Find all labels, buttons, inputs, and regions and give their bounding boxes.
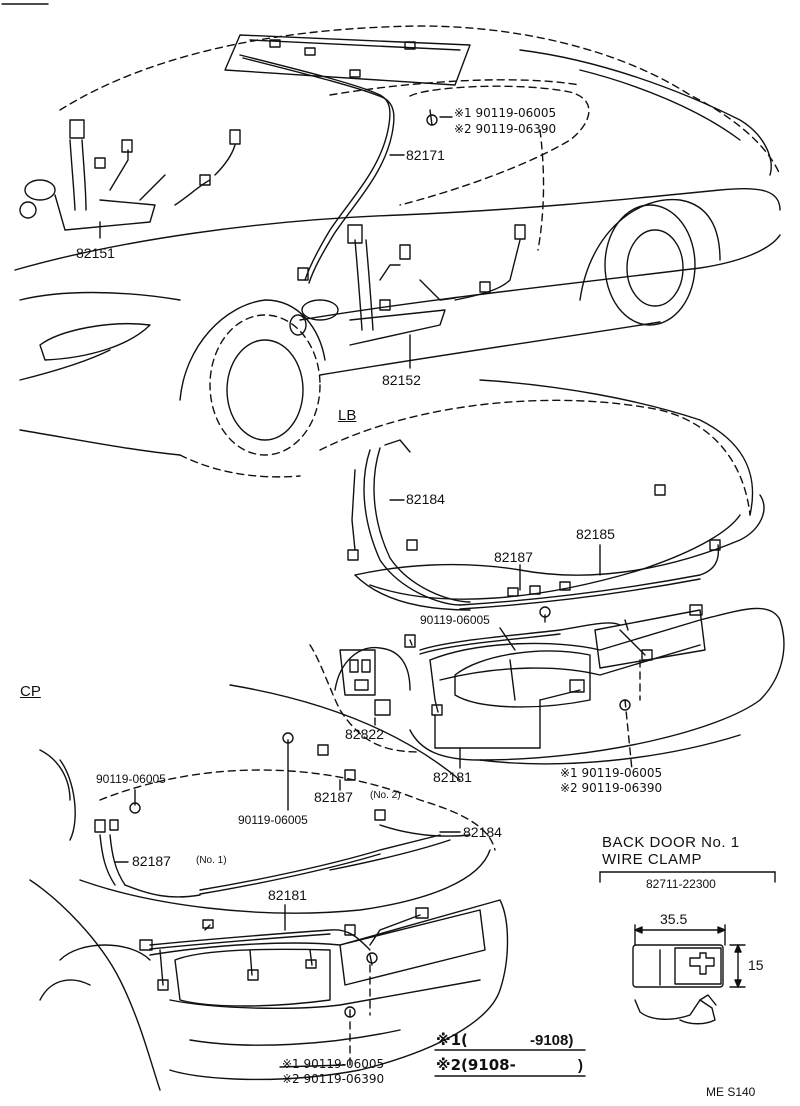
car-body-cp xyxy=(29,684,509,1091)
harness-82171 xyxy=(239,54,395,284)
clamp-height-dimension: 15 xyxy=(748,957,764,973)
bolt-label-cp-lower-2: ※2 90119-06390 xyxy=(282,1072,385,1086)
harness-82152 xyxy=(289,109,526,346)
wire-clamp-detail xyxy=(599,871,776,1025)
legend-mark-1: ※1( xyxy=(436,1031,468,1049)
part-qualifier-no2: (No. 2) xyxy=(370,790,401,801)
bolt-label-top-1: ※1 90119-06005 xyxy=(454,106,557,120)
bolt-label-lb-upper: 90119-06005 xyxy=(420,613,490,627)
harness-82151 xyxy=(19,119,241,231)
legend-range-1: -9108) xyxy=(530,1032,574,1049)
part-label-82185: 82185 xyxy=(576,526,615,542)
harness-82184-cp xyxy=(199,744,471,895)
clamp-part-number: 82711-22300 xyxy=(646,877,716,891)
clamp-title-line1: BACK DOOR No. 1 xyxy=(602,834,740,851)
part-label-82187-no2: 82187 xyxy=(314,789,353,805)
part-label-82187-no1: 82187 xyxy=(132,853,171,869)
sunroof-frame xyxy=(224,34,471,86)
harness-82184-lb xyxy=(347,439,471,606)
bolt-label-cp-mid: 90119-06005 xyxy=(238,813,308,827)
section-label-lb: LB xyxy=(338,407,357,424)
leader-lines-lb xyxy=(374,499,641,771)
legend-underline xyxy=(434,1049,586,1077)
car-body-lb xyxy=(309,379,785,765)
clamp-width-dimension: 35.5 xyxy=(660,911,688,927)
part-label-82822: 82822 xyxy=(345,726,384,742)
section-label-cp: CP xyxy=(20,683,41,700)
part-label-82187-lb: 82187 xyxy=(494,549,533,565)
part-label-82181-cp: 82181 xyxy=(268,887,307,903)
car-body-top xyxy=(14,25,781,478)
part-label-82181-lb: 82181 xyxy=(433,769,472,785)
bolt-label-top-2: ※2 90119-06390 xyxy=(454,122,557,136)
figure-code: ME S140 xyxy=(706,1085,756,1099)
part-qualifier-no1: (No. 1) xyxy=(196,855,227,866)
part-label-82151: 82151 xyxy=(76,245,115,261)
clamp-title-line2: WIRE CLAMP xyxy=(602,851,703,868)
part-label-82171: 82171 xyxy=(406,147,445,163)
part-label-82184-cp: 82184 xyxy=(463,824,502,840)
bolt-label-lb-lower-2: ※2 90119-06390 xyxy=(560,781,663,795)
harness-82181-lb xyxy=(404,604,703,716)
leader-lines-cp xyxy=(114,732,461,1068)
harness-82181-cp xyxy=(139,907,429,991)
bolt-label-cp-lower-1: ※1 90119-06005 xyxy=(282,1057,385,1071)
bolt-label-cp-left: 90119-06005 xyxy=(96,772,166,786)
part-label-82152: 82152 xyxy=(382,372,421,388)
part-label-82184-lb: 82184 xyxy=(406,491,445,507)
leader-lines-top xyxy=(99,116,453,369)
harness-82185 xyxy=(459,484,721,610)
bolt-label-lb-lower-1: ※1 90119-06005 xyxy=(560,766,663,780)
legend-range-2: ) xyxy=(578,1057,583,1074)
legend-mark-2: ※2(9108- xyxy=(436,1056,516,1074)
